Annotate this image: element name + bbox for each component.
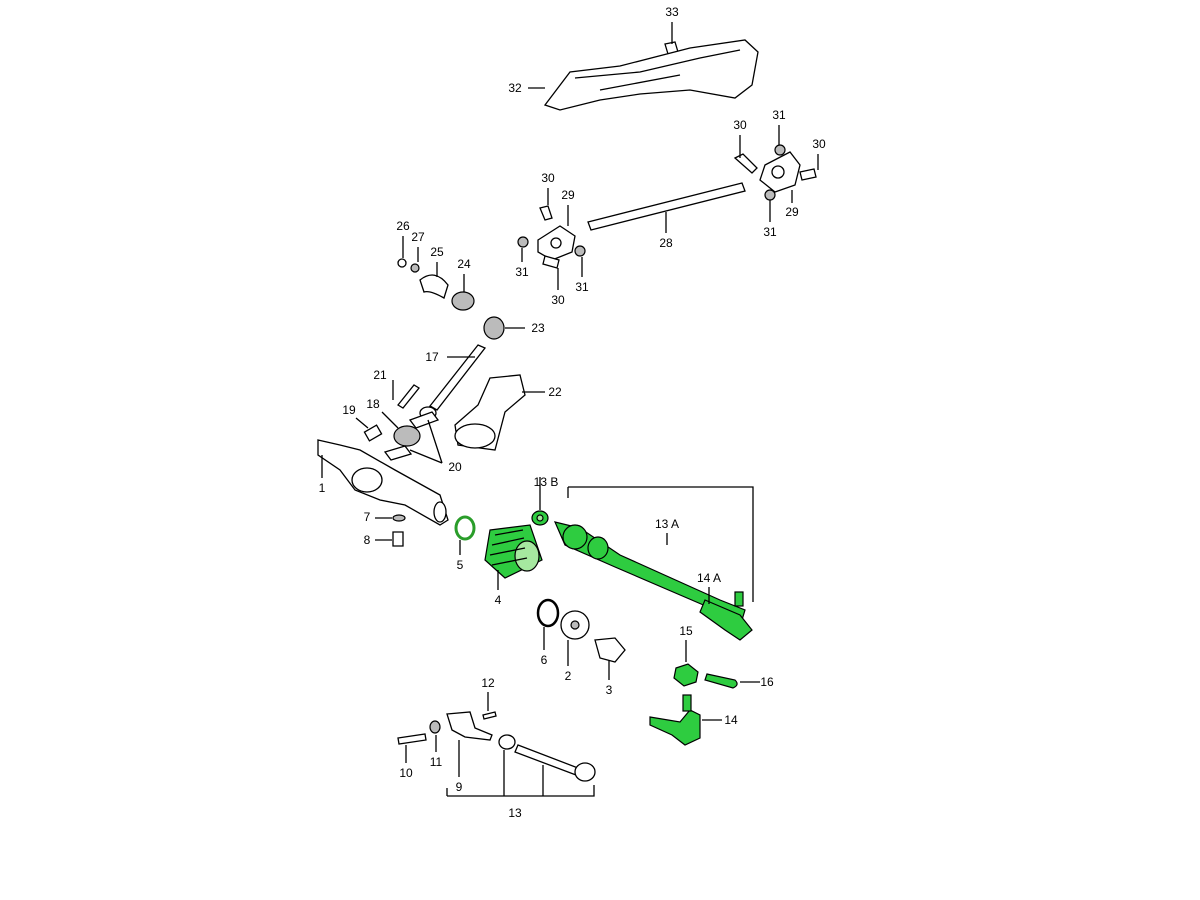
label-14[interactable]: 14 xyxy=(724,713,738,727)
label-31[interactable]: 31 xyxy=(515,265,529,279)
label-31[interactable]: 31 xyxy=(763,225,777,239)
label-7[interactable]: 7 xyxy=(364,510,371,524)
part-13-tie-rod-assembly[interactable] xyxy=(498,734,596,782)
part-9-bracket[interactable] xyxy=(446,711,493,741)
label-27[interactable]: 27 xyxy=(411,230,425,244)
label-24[interactable]: 24 xyxy=(457,257,471,271)
label-26[interactable]: 26 xyxy=(396,219,410,233)
label-33[interactable]: 33 xyxy=(665,5,679,19)
part-10-bolt[interactable] xyxy=(397,733,427,745)
part-27-washer[interactable] xyxy=(410,263,420,273)
part-28-intermediate-shaft[interactable] xyxy=(587,182,746,231)
label-4[interactable]: 4 xyxy=(495,593,502,607)
part-2-bearing[interactable] xyxy=(560,610,590,640)
label-21[interactable]: 21 xyxy=(373,368,387,382)
part-31-nut-upper-top[interactable] xyxy=(774,144,786,156)
label-28[interactable]: 28 xyxy=(659,236,673,250)
label-14a[interactable]: 14 A xyxy=(697,571,721,585)
part-14-tie-rod-end[interactable] xyxy=(649,694,701,746)
label-30[interactable]: 30 xyxy=(551,293,565,307)
label-32[interactable]: 32 xyxy=(508,81,522,95)
label-11[interactable]: 11 xyxy=(430,755,443,769)
part-5-seal-ring[interactable] xyxy=(454,515,476,541)
part-7-washer[interactable] xyxy=(392,514,406,522)
label-30[interactable]: 30 xyxy=(812,137,826,151)
label-29[interactable]: 29 xyxy=(785,205,799,219)
part-4-bellows-boot[interactable] xyxy=(484,524,543,579)
part-30-bolt-upper-left[interactable] xyxy=(733,153,758,174)
part-8-bolt[interactable] xyxy=(392,531,404,547)
label-18[interactable]: 18 xyxy=(366,397,380,411)
part-17-pinion-shaft[interactable] xyxy=(419,344,487,420)
part-30-bolt-upper-right[interactable] xyxy=(799,168,817,181)
part-25-clamp[interactable] xyxy=(419,274,449,299)
label-17[interactable]: 17 xyxy=(425,350,439,364)
label-13b[interactable]: 13 B xyxy=(534,475,559,489)
label-30[interactable]: 30 xyxy=(541,171,555,185)
part-32-heat-shield[interactable] xyxy=(543,39,759,111)
label-9[interactable]: 9 xyxy=(456,780,463,794)
part-20-gasket-lower[interactable] xyxy=(383,445,413,461)
part-20-gasket-upper[interactable] xyxy=(408,411,440,429)
label-10[interactable]: 10 xyxy=(399,766,413,780)
part-30-bolt-lower-bottom[interactable] xyxy=(542,255,560,269)
part-26-bolt[interactable] xyxy=(397,258,407,268)
part-31-nut-upper-bottom[interactable] xyxy=(764,189,776,201)
part-31-nut-lower-right[interactable] xyxy=(574,245,586,257)
part-24-bushing[interactable] xyxy=(451,291,475,311)
label-13[interactable]: 13 xyxy=(508,806,522,820)
part-29-universal-joint-upper[interactable] xyxy=(759,151,801,193)
label-8[interactable]: 8 xyxy=(364,533,371,547)
part-30-bolt-lower-top[interactable] xyxy=(539,205,553,221)
leader-lines xyxy=(321,22,819,797)
label-3[interactable]: 3 xyxy=(606,683,613,697)
part-19-sleeve[interactable] xyxy=(363,424,383,442)
label-1[interactable]: 1 xyxy=(319,481,326,495)
label-29[interactable]: 29 xyxy=(561,188,575,202)
part-13b-nut[interactable] xyxy=(531,510,549,526)
label-19[interactable]: 19 xyxy=(342,403,356,417)
part-16-cotter-pin[interactable] xyxy=(704,673,738,689)
part-12-clip[interactable] xyxy=(482,711,497,720)
part-15-castle-nut[interactable] xyxy=(673,663,699,687)
part-11-nut[interactable] xyxy=(429,720,441,734)
part-6-seal[interactable] xyxy=(536,598,560,628)
part-21-bolt[interactable] xyxy=(397,384,420,409)
label-15[interactable]: 15 xyxy=(679,624,693,638)
label-23[interactable]: 23 xyxy=(531,321,545,335)
label-30[interactable]: 30 xyxy=(733,118,747,132)
part-3-bushing[interactable] xyxy=(594,637,626,663)
part-13a-tie-rod[interactable] xyxy=(553,521,746,621)
label-31[interactable]: 31 xyxy=(772,108,786,122)
label-13a[interactable]: 13 A xyxy=(655,517,679,531)
label-25[interactable]: 25 xyxy=(430,245,444,259)
label-31[interactable]: 31 xyxy=(575,280,589,294)
label-20[interactable]: 20 xyxy=(448,460,462,474)
label-2[interactable]: 2 xyxy=(565,669,572,683)
part-29-universal-joint-lower[interactable] xyxy=(537,225,576,261)
part-14a-tie-rod-end[interactable] xyxy=(699,591,753,641)
part-22-boot[interactable] xyxy=(454,374,526,451)
part-labels: 33 32 30 31 30 29 31 30 29 28 31 30 31 2… xyxy=(319,5,826,820)
label-12[interactable]: 12 xyxy=(481,676,495,690)
label-6[interactable]: 6 xyxy=(541,653,548,667)
label-5[interactable]: 5 xyxy=(457,558,464,572)
part-31-nut-lower-left[interactable] xyxy=(517,236,529,248)
part-23-bushing[interactable] xyxy=(483,316,505,340)
label-22[interactable]: 22 xyxy=(548,385,562,399)
part-1-steering-gear-housing[interactable] xyxy=(317,439,449,526)
label-16[interactable]: 16 xyxy=(760,675,774,689)
part-18-bushing[interactable] xyxy=(393,425,421,447)
